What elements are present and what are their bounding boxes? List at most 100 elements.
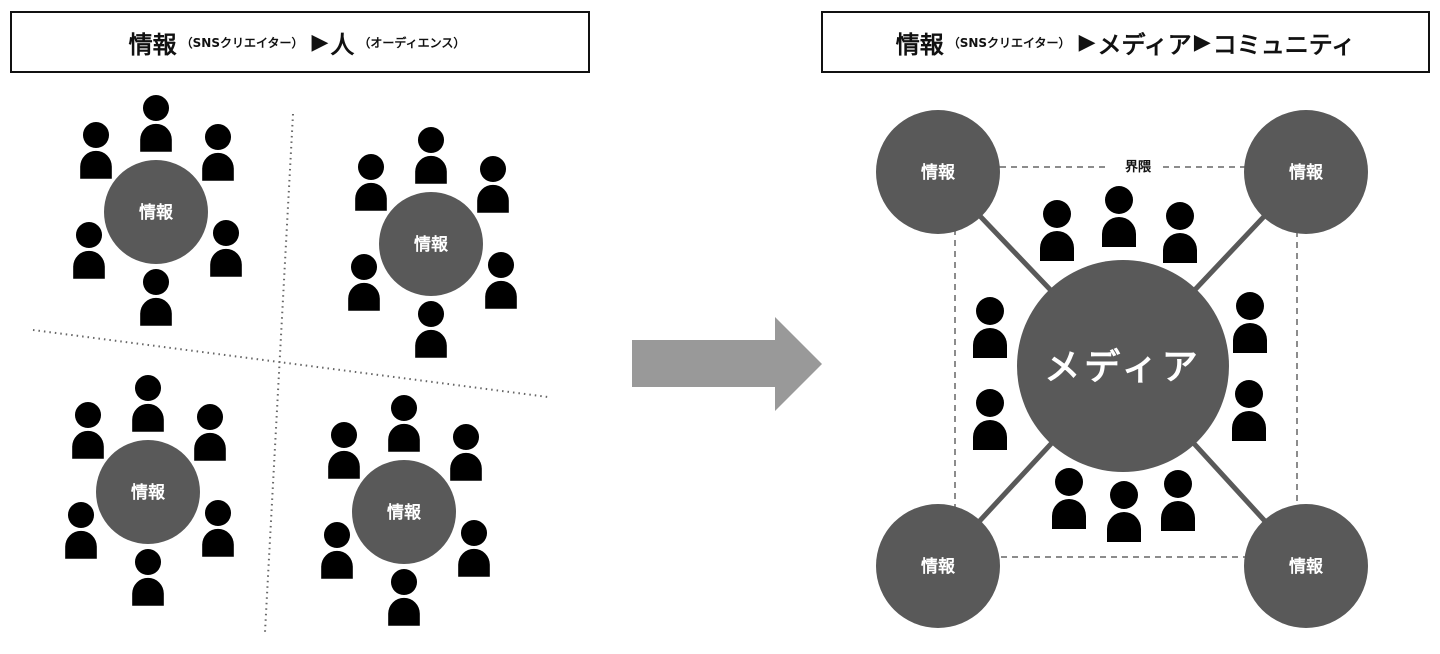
audience-cluster: 情報	[65, 375, 234, 606]
audience-cluster: 情報	[321, 395, 490, 626]
info-node-circle	[352, 460, 456, 564]
person-head	[1043, 200, 1071, 228]
info-node: 情報	[96, 440, 200, 544]
person-body	[321, 550, 353, 579]
info-node: 情報	[104, 160, 208, 264]
person-body	[1107, 512, 1141, 542]
info-node-circle	[104, 160, 208, 264]
person-head	[1236, 292, 1264, 320]
person-body	[477, 184, 509, 213]
person-icon	[415, 127, 447, 184]
left-title-box: 情報 （SNSクリエイター） ▶ 人 （オーディエンス）	[10, 11, 590, 73]
person-body	[355, 182, 387, 211]
person-body	[458, 548, 490, 577]
triangle-icon: ▶	[1193, 29, 1211, 55]
media-node-circle	[1017, 260, 1229, 472]
info-node: 情報	[1244, 110, 1368, 234]
person-body	[132, 577, 164, 606]
person-head	[134, 549, 162, 576]
person-head	[1055, 468, 1083, 496]
person-body	[973, 328, 1007, 358]
person-icon	[80, 122, 112, 179]
info-node-label: 情報	[414, 234, 449, 255]
person-body	[210, 248, 242, 277]
person-body	[1161, 501, 1195, 531]
info-node-label: 情報	[387, 502, 422, 523]
person-body	[1052, 499, 1086, 529]
media-node: メディア	[1017, 260, 1229, 472]
vertical-divider	[264, 113, 294, 633]
person-icon	[202, 500, 234, 557]
person-head	[976, 297, 1004, 325]
triangle-icon: ▶	[311, 29, 329, 55]
person-icon	[132, 549, 164, 606]
person-body	[72, 430, 104, 459]
person-body	[485, 280, 517, 309]
info-node-circle	[379, 192, 483, 296]
person-icon	[1040, 200, 1074, 261]
person-head	[417, 301, 445, 328]
right-title-box: 情報 （SNSクリエイター） ▶ メディア ▶ コミュニティ	[821, 11, 1430, 73]
person-body	[73, 250, 105, 279]
info-node: 情報	[379, 192, 483, 296]
person-body	[1232, 411, 1266, 441]
person-icon	[202, 124, 234, 181]
boundary-label: 界隈	[1125, 159, 1152, 175]
person-icon	[355, 154, 387, 211]
person-head	[390, 395, 418, 422]
person-icon	[194, 404, 226, 461]
info-node-label: 情報	[131, 482, 166, 503]
person-icon	[1232, 380, 1266, 441]
audience-cluster: 情報	[348, 127, 517, 358]
person-body	[973, 420, 1007, 450]
info-node-circle	[1244, 504, 1368, 628]
title-info-sub: （SNSクリエイター）	[947, 35, 1071, 50]
person-icon	[388, 569, 420, 626]
person-icon	[1233, 292, 1267, 353]
person-head	[487, 251, 515, 279]
person-body	[1233, 323, 1267, 353]
horizontal-divider	[32, 329, 549, 398]
person-body	[450, 452, 482, 481]
info-node: 情報	[352, 460, 456, 564]
person-head	[82, 122, 110, 149]
person-head	[417, 127, 445, 154]
title-target-sub: （オーディエンス）	[358, 35, 466, 50]
person-body	[194, 432, 226, 461]
info-node-label: 情報	[1289, 162, 1324, 183]
person-icon	[132, 375, 164, 432]
person-head	[204, 124, 232, 151]
person-head	[452, 424, 480, 451]
person-head	[479, 156, 507, 183]
person-icon	[210, 220, 242, 277]
person-head	[75, 222, 103, 249]
info-node: 情報	[876, 504, 1000, 628]
person-icon	[140, 95, 172, 152]
info-node: 情報	[1244, 504, 1368, 628]
info-node-label: 情報	[1289, 556, 1324, 577]
audience-cluster: 情報	[73, 95, 242, 326]
info-node-circle	[876, 110, 1000, 234]
title-community: コミュニティ	[1212, 30, 1356, 59]
person-icon	[450, 424, 482, 481]
person-body	[328, 450, 360, 479]
person-head	[196, 404, 224, 431]
person-head	[1235, 380, 1263, 408]
person-head	[1166, 202, 1194, 230]
person-icon	[65, 502, 97, 559]
person-head	[323, 522, 351, 549]
title-info: 情報	[895, 30, 944, 59]
person-icon	[1102, 186, 1136, 247]
person-icon	[348, 253, 380, 311]
person-head	[330, 422, 358, 449]
person-body	[132, 403, 164, 432]
person-head	[142, 95, 170, 122]
info-node-circle	[1244, 110, 1368, 234]
person-head	[1105, 186, 1133, 214]
info-node-circle	[96, 440, 200, 544]
media-node-label: メディア	[1044, 346, 1201, 388]
person-head	[357, 154, 385, 181]
info-node-circle	[876, 504, 1000, 628]
person-head	[142, 269, 170, 296]
person-icon	[458, 520, 490, 577]
